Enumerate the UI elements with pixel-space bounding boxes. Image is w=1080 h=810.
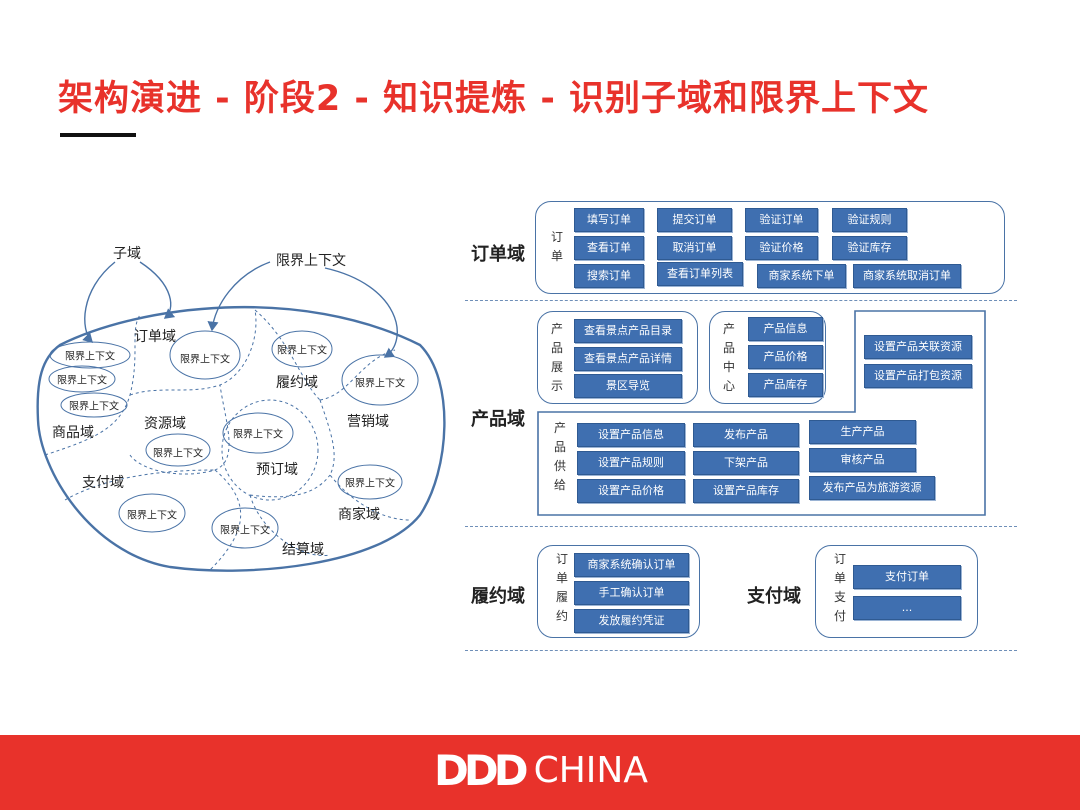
footer-bar (0, 735, 1080, 810)
subdomain-marketing: 营销域 (347, 414, 389, 430)
function-block: 商家系统下单 (757, 264, 846, 288)
function-block: 查看订单列表 (657, 262, 743, 286)
subdomain-product: 商品域 (52, 425, 94, 441)
domain-separator (465, 300, 1017, 301)
product-supply-outline (537, 310, 986, 516)
function-block: 填写订单 (574, 208, 644, 232)
function-block: 商家系统确认订单 (574, 553, 689, 577)
product-supply-label: 产品供给 (553, 421, 566, 492)
function-block: 支付订单 (853, 565, 961, 589)
function-block: 设置产品关联资源 (864, 335, 972, 359)
fulfill-domain-label: 履约域 (471, 586, 525, 607)
context-label: 限界上下文 (220, 525, 270, 537)
context-label: 限界上下文 (65, 351, 115, 363)
logo-china-text: CHINA (533, 750, 648, 791)
context-label: 限界上下文 (277, 345, 327, 357)
subdomain-booking: 预订域 (256, 462, 298, 478)
subdomain-merchant: 商家域 (338, 507, 380, 523)
subdomain-settle: 结算域 (282, 542, 324, 558)
order-domain-label: 订单域 (471, 244, 525, 265)
function-block: 景区导览 (574, 374, 682, 398)
context-label: 限界上下文 (127, 510, 177, 522)
function-block: 产品库存 (748, 373, 823, 397)
function-block: 查看订单 (574, 236, 644, 260)
product-center-label: 产品中心 (722, 322, 735, 393)
function-block: 商家系统取消订单 (853, 264, 961, 288)
subdomain-payment: 支付域 (82, 475, 124, 491)
context-label: 限界上下文 (180, 354, 230, 366)
page-title: 架构演进 - 阶段2 - 知识提炼 - 识别子域和限界上下文 (58, 79, 930, 119)
function-block: 验证订单 (745, 208, 818, 232)
function-block: 查看景点产品目录 (574, 319, 682, 343)
subdomain-fulfill: 履约域 (276, 375, 318, 391)
function-block: 发放履约凭证 (574, 609, 689, 633)
ddd-china-logo: DDD CHINA (434, 746, 648, 795)
subdomain-map-diagram (36, 261, 446, 572)
domain-separator (465, 650, 1017, 651)
context-label: 限界上下文 (233, 429, 283, 441)
function-block: 验证库存 (832, 236, 907, 260)
function-block: 搜索订单 (574, 264, 644, 288)
callout-subdomain: 子域 (113, 246, 141, 262)
function-block: 手工确认订单 (574, 581, 689, 605)
function-block: 验证价格 (745, 236, 818, 260)
payment-context-panel: 订单支付 (815, 545, 978, 638)
function-block: 设置产品规则 (577, 451, 685, 475)
order-context-label: 订单 (550, 230, 563, 263)
payment-context-label: 订单支付 (833, 552, 846, 623)
function-block: 提交订单 (657, 208, 732, 232)
function-block: 发布产品为旅游资源 (809, 476, 935, 500)
context-label: 限界上下文 (345, 478, 395, 490)
function-block: 设置产品信息 (577, 423, 685, 447)
product-domain-label: 产品域 (471, 409, 525, 430)
title-underline (60, 133, 136, 137)
function-block: 生产产品 (809, 420, 916, 444)
callout-bounded-context: 限界上下文 (276, 253, 346, 269)
function-block: 发布产品 (693, 423, 799, 447)
subdomain-resource: 资源域 (144, 416, 186, 432)
function-block: 验证规则 (832, 208, 907, 232)
function-block: 产品价格 (748, 345, 823, 369)
function-block: 查看景点产品详情 (574, 347, 682, 371)
subdomain-order: 订单域 (134, 329, 176, 345)
context-label: 限界上下文 (153, 448, 203, 460)
payment-domain-label: 支付域 (747, 586, 801, 607)
function-block: 设置产品库存 (693, 479, 799, 503)
function-block: 产品信息 (748, 317, 823, 341)
function-block: 设置产品价格 (577, 479, 685, 503)
product-display-label: 产品展示 (550, 322, 563, 393)
fulfill-context-label: 订单履约 (555, 552, 568, 623)
context-label: 限界上下文 (355, 378, 405, 390)
context-label: 限界上下文 (57, 375, 107, 387)
function-block: ... (853, 596, 961, 620)
function-block: 设置产品打包资源 (864, 364, 972, 388)
domain-boundary (36, 305, 446, 572)
context-label: 限界上下文 (69, 401, 119, 413)
domain-separator (465, 526, 1017, 527)
logo-ddd-text: DDD (434, 746, 529, 795)
function-block: 下架产品 (693, 451, 799, 475)
function-block: 审核产品 (809, 448, 916, 472)
function-block: 取消订单 (657, 236, 732, 260)
